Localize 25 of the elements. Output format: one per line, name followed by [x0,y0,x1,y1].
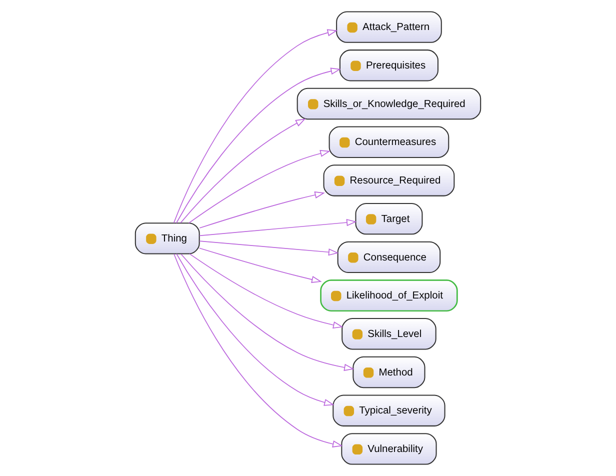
node-box: Typical_severity [332,394,446,426]
node-box: Skills_or_Knowledge_Required [296,88,482,120]
node-box: Countermeasures [328,126,450,158]
arrow [199,240,339,256]
arrow [189,253,344,328]
node-box: Vulnerability [341,433,437,465]
arrow [180,254,354,371]
arrow [174,254,343,448]
arrow [188,150,330,224]
node-box: Consequence [337,241,441,274]
arrow [176,253,334,406]
node-box: Likelihood_of_Exploit [320,280,458,312]
node-box: Prerequisites [339,50,438,82]
arrow [199,218,357,236]
arrow [199,191,325,228]
node-box: Resource_Required [323,164,455,196]
arrow [176,68,341,224]
node-box: Skills_Level [342,318,436,350]
node-box: Method [352,356,426,388]
node-box: Attack_Pattern [336,11,442,43]
node-box: Thing [134,222,200,254]
arrow [173,29,338,224]
arrow [180,118,306,224]
node-box: Target [355,202,423,235]
arrow [198,248,322,283]
